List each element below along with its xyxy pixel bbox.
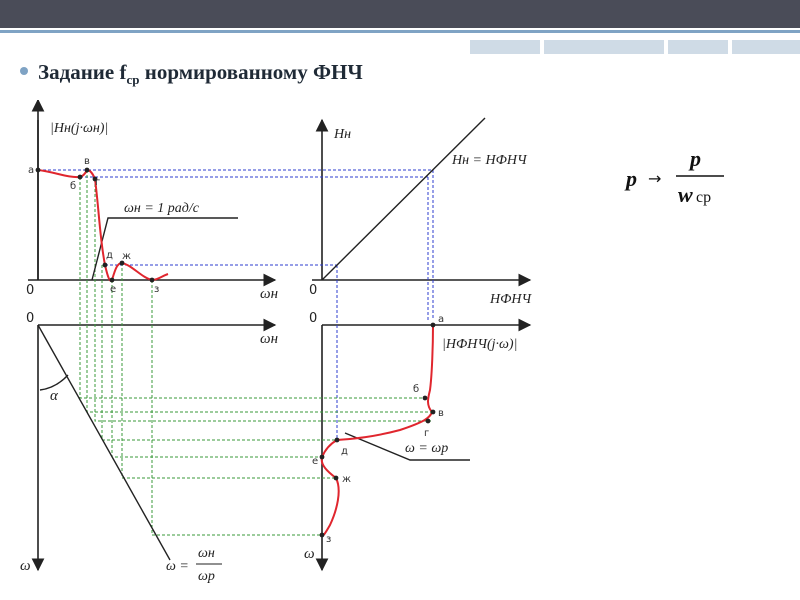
formula-arrow: → <box>648 169 661 188</box>
svg-text:е: е <box>110 284 116 295</box>
svg-text:0: 0 <box>26 311 34 326</box>
svg-text:0: 0 <box>26 283 34 298</box>
svg-text:б: б <box>70 181 76 192</box>
svg-text:а: а <box>28 165 34 176</box>
formula-denominator-sub: ср <box>696 189 711 206</box>
point-labels-right: а б в г д е ж з <box>312 314 444 545</box>
label-omega-ratio-lhs: ω = <box>166 559 189 574</box>
svg-text:е: е <box>312 456 318 467</box>
formula-denominator-w: w <box>678 182 693 207</box>
title-suffix: нормированному ФНЧ <box>139 60 363 84</box>
label-alpha: α <box>50 388 59 404</box>
svg-text:ж: ж <box>122 251 131 262</box>
label-h-n: Hн <box>333 127 351 142</box>
formula-numerator: p <box>688 146 701 171</box>
bullet-icon <box>20 67 28 76</box>
curve-points <box>35 167 436 538</box>
title-prefix: Задание f <box>38 60 127 84</box>
svg-text:а: а <box>438 314 444 325</box>
label-omega-n-mid: ωн <box>260 331 278 347</box>
label-omega-n-eq: ωн = 1 рад/с <box>124 201 200 216</box>
svg-text:з: з <box>154 284 159 295</box>
label-omega-ratio-num: ωн <box>198 546 215 561</box>
label-h-n-w: |Hн(j·ωн)| <box>50 121 108 136</box>
svg-text:г: г <box>95 177 100 188</box>
svg-text:в: в <box>438 408 444 419</box>
slide-title: Задание fср нормированному ФНЧ <box>20 60 363 88</box>
label-identity-line: Hн = HФНЧ <box>451 153 528 168</box>
axis-labels: |Hн(j·ωн)| ωн ωн ω Hн HФНЧ |HФНЧ(j·ω)| ω… <box>20 121 532 584</box>
label-omega-right: ω <box>304 546 315 562</box>
title-subscript: ср <box>126 72 140 88</box>
svg-text:з: з <box>326 534 331 545</box>
right-amplitude-curve <box>320 324 434 537</box>
point-labels-left: а б в г д е ж з <box>28 156 159 295</box>
alpha-arc <box>39 374 69 391</box>
svg-text:0: 0 <box>309 283 317 298</box>
label-h-fnch-jw: |HФНЧ(j·ω)| <box>442 337 517 352</box>
top-bar <box>0 0 800 28</box>
label-omega-p-eq: ω = ωр <box>405 441 448 456</box>
zero-labels: 0 0 0 0 <box>26 283 317 326</box>
filter-transformation-diagram: а б в г д е ж з а б в г д е ж з 0 0 0 0 … <box>20 100 532 584</box>
label-omega-ratio-den: ωр <box>198 569 215 584</box>
reference-lines <box>37 117 486 561</box>
svg-text:0: 0 <box>309 311 317 326</box>
formula-lhs: p <box>624 166 637 191</box>
svg-text:д: д <box>106 250 113 261</box>
decorative-stripes <box>470 40 800 54</box>
omega-p-leader <box>344 432 470 461</box>
identity-line <box>321 117 486 281</box>
svg-text:ж: ж <box>342 474 351 485</box>
top-bar-accent-line <box>0 30 800 33</box>
svg-text:в: в <box>84 156 90 167</box>
svg-text:д: д <box>341 446 348 457</box>
omega-scaling-line <box>37 324 171 561</box>
label-h-fnch: HФНЧ <box>489 292 532 307</box>
response-curves <box>37 168 434 537</box>
guide-lines-blue <box>38 169 434 440</box>
svg-text:г: г <box>424 428 429 439</box>
svg-text:б: б <box>413 384 419 395</box>
label-omega-left: ω <box>20 558 31 574</box>
omega-n-leader <box>91 217 238 281</box>
frequency-substitution-formula: p → p w ср <box>624 146 724 207</box>
label-omega-n-top: ωн <box>260 286 278 302</box>
guide-lines-green <box>79 170 433 536</box>
